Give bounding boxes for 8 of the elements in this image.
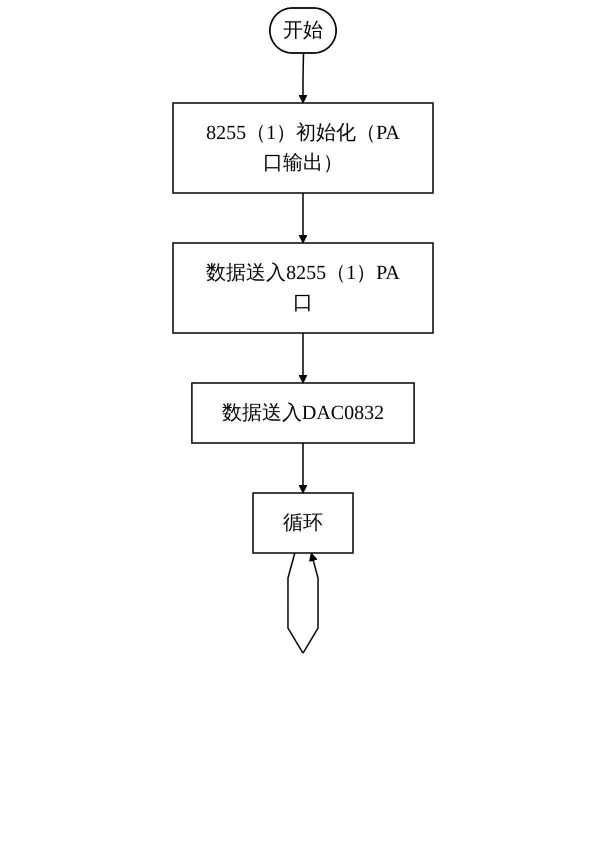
arrow bbox=[298, 443, 308, 494]
node-box: 循环 bbox=[252, 492, 354, 554]
node-box: 数据送入8255（1）PA口 bbox=[172, 242, 434, 334]
node-box: 数据送入DAC0832 bbox=[191, 382, 415, 444]
arrow bbox=[298, 333, 308, 384]
arrow bbox=[298, 193, 308, 244]
arrow bbox=[298, 53, 308, 104]
node-box: 8255（1）初始化（PA口输出） bbox=[172, 102, 434, 194]
